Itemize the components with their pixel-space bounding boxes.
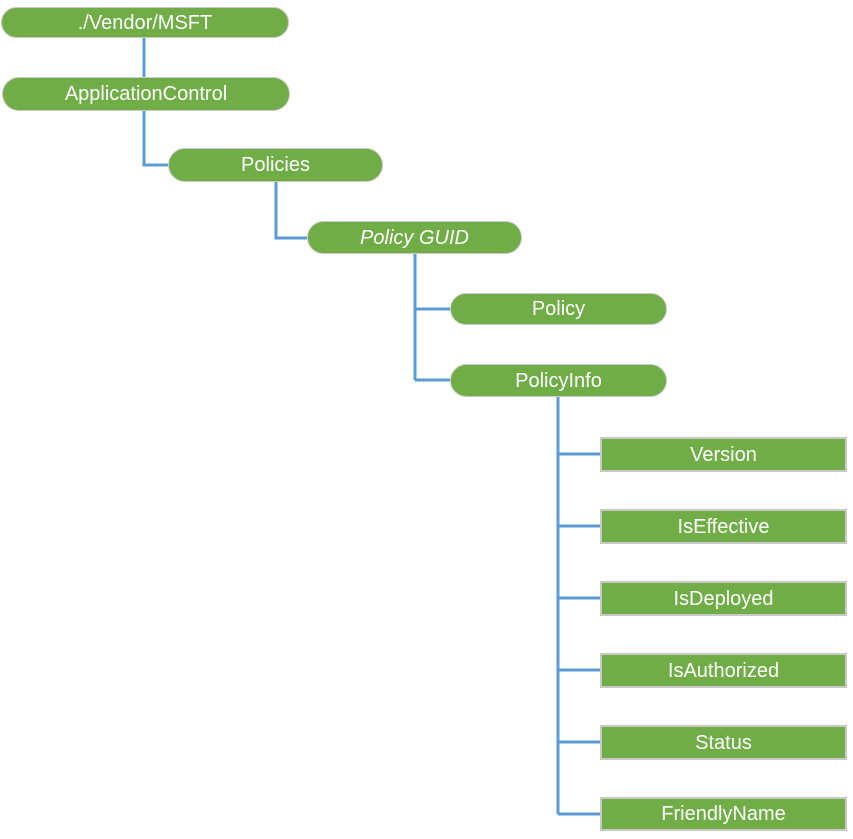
node-friendly-name: FriendlyName xyxy=(600,797,847,831)
node-status: Status xyxy=(600,725,847,760)
node-policy-info: PolicyInfo xyxy=(450,364,667,397)
connector-policies-to-policyguid xyxy=(274,182,307,240)
node-policy: Policy xyxy=(450,293,667,325)
node-application-control: ApplicationControl xyxy=(2,77,290,111)
node-is-effective: IsEffective xyxy=(600,509,847,544)
node-is-authorized: IsAuthorized xyxy=(600,653,847,688)
node-policies: Policies xyxy=(168,148,383,182)
node-version: Version xyxy=(600,437,847,472)
connector-appcontrol-to-policies xyxy=(142,111,168,167)
node-vendor-msft: ./Vendor/MSFT xyxy=(1,7,289,38)
node-is-deployed: IsDeployed xyxy=(600,581,847,616)
node-policy-guid: Policy GUID xyxy=(307,221,522,254)
